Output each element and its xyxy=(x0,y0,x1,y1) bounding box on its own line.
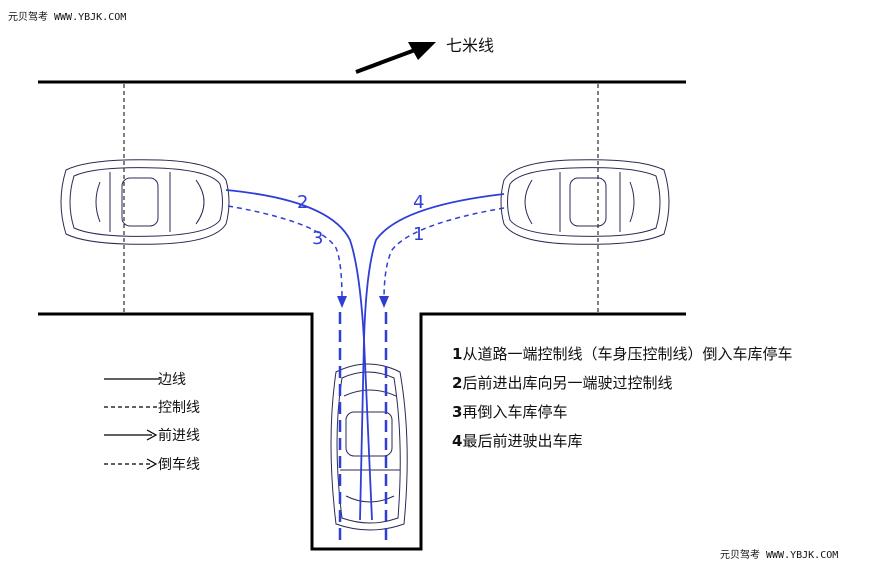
direction-label: 七米线 xyxy=(446,36,495,55)
watermark-top: 元贝驾考 WWW.YBJK.COM xyxy=(8,12,127,23)
legend-forward-arrow xyxy=(146,429,158,441)
path-label-3: 3 xyxy=(312,228,323,249)
step-4: 4最后前进驶出车库 xyxy=(452,432,583,450)
path-2-forward xyxy=(225,189,373,521)
car-left xyxy=(60,159,230,245)
path-1-reverse xyxy=(383,207,505,301)
legend-forward-label: 前进线 xyxy=(158,428,200,444)
legend-edge-label: 边线 xyxy=(158,372,186,388)
arrow-1-head xyxy=(379,296,389,308)
step-2: 2后前进出库向另一端驶过控制线 xyxy=(452,374,673,392)
car-right xyxy=(500,159,670,245)
path-label-4: 4 xyxy=(413,192,424,213)
path-label-2: 2 xyxy=(297,192,308,213)
path-label-1: 1 xyxy=(413,224,424,245)
path-4-forward xyxy=(359,193,505,521)
direction-arrow xyxy=(355,42,436,74)
watermark-bottom: 元贝驾考 WWW.YBJK.COM xyxy=(720,550,839,561)
legend-reverse-label: 倒车线 xyxy=(158,457,200,473)
arrow-3-head xyxy=(337,296,347,308)
garage-outline xyxy=(38,312,686,551)
legend-reverse-arrow xyxy=(146,458,158,470)
legend-control-label: 控制线 xyxy=(158,400,200,416)
step-3: 3再倒入车库停车 xyxy=(452,403,568,421)
path-3-reverse xyxy=(227,205,343,301)
step-1: 1从道路一端控制线（车身压控制线）倒入车库停车 xyxy=(452,345,793,363)
steps-list: 1从道路一端控制线（车身压控制线）倒入车库停车 2后前进出库向另一端驶过控制线 … xyxy=(452,340,792,456)
